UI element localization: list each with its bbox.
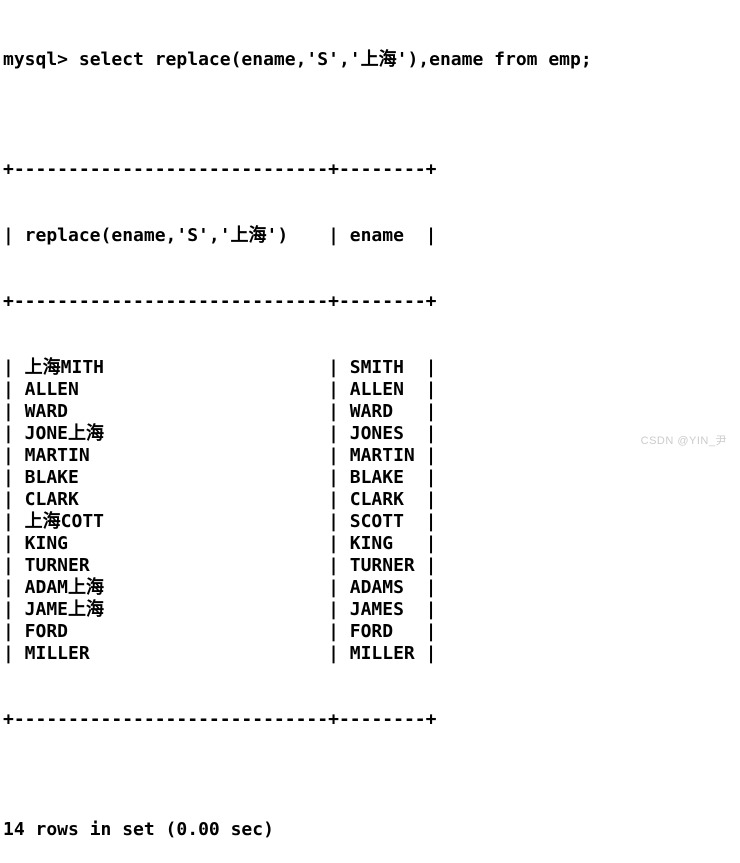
- col-separator: |: [3, 379, 14, 400]
- cell-replace-value: MILLER: [24, 643, 90, 664]
- col-separator: |: [3, 533, 14, 554]
- col-separator: |: [328, 599, 339, 620]
- cell-replace-value: TURNER: [24, 555, 90, 576]
- col-separator: |: [328, 643, 339, 664]
- table-row: | ALLEN | ALLEN |: [3, 379, 740, 401]
- col-separator: |: [425, 379, 437, 400]
- col-separator: |: [3, 555, 14, 576]
- table-border-bottom: +-----------------------------+--------+: [3, 709, 437, 730]
- table-row: | WARD | WARD |: [3, 401, 740, 423]
- table-header-row: | replace(ename,'S','上海') | ename |: [3, 225, 740, 247]
- col-separator: |: [3, 467, 14, 488]
- col-separator: |: [425, 555, 437, 576]
- col-separator: |: [425, 467, 437, 488]
- cell-ename-value: JONES: [349, 423, 404, 444]
- col-separator: |: [3, 357, 14, 378]
- col-separator: |: [3, 401, 14, 422]
- col-separator: |: [328, 467, 339, 488]
- cell-ename-value: ALLEN: [349, 379, 404, 400]
- table-row: | FORD | FORD |: [3, 621, 740, 643]
- cell-replace-value: CLARK: [24, 489, 79, 510]
- cell-ename-value: SCOTT: [349, 511, 404, 532]
- col-separator: |: [328, 577, 339, 598]
- result-table: +-----------------------------+--------+…: [3, 115, 740, 775]
- col-separator: |: [328, 533, 339, 554]
- table-row: | 上海COTT | SCOTT |: [3, 511, 740, 533]
- cell-replace-value: BLAKE: [24, 467, 79, 488]
- table-row: | JAME上海 | JAMES |: [3, 599, 740, 621]
- col-separator: |: [3, 445, 14, 466]
- col-separator: |: [425, 511, 437, 532]
- col-separator: |: [328, 555, 339, 576]
- command-line: mysql> select replace(ename,'S','上海'),en…: [3, 49, 592, 70]
- cell-replace-value: FORD: [24, 621, 69, 642]
- col-separator: |: [3, 577, 14, 598]
- table-row: | BLAKE | BLAKE |: [3, 467, 740, 489]
- table-row: | MARTIN | MARTIN |: [3, 445, 740, 467]
- cell-ename-value: WARD: [349, 401, 394, 422]
- col-separator: |: [3, 511, 14, 532]
- col-separator: |: [3, 599, 14, 620]
- col-separator: |: [328, 445, 339, 466]
- status-line: 14 rows in set (0.00 sec): [3, 819, 274, 840]
- cell-ename-value: MARTIN: [349, 445, 415, 466]
- table-row: | JONE上海 | JONES |: [3, 423, 740, 445]
- col-separator: |: [425, 445, 437, 466]
- col-separator: |: [328, 621, 339, 642]
- col-separator: |: [3, 225, 14, 246]
- col-separator: |: [425, 599, 437, 620]
- header-cell-replace: replace(ename,'S','上海'): [24, 225, 289, 246]
- col-separator: |: [328, 379, 339, 400]
- col-separator: |: [3, 643, 14, 664]
- cell-replace-value: JAME上海: [24, 599, 105, 620]
- cell-replace-value: ADAM上海: [24, 577, 105, 598]
- table-row: | KING | KING |: [3, 533, 740, 555]
- col-separator: |: [328, 489, 339, 510]
- col-separator: |: [3, 621, 14, 642]
- cell-ename-value: CLARK: [349, 489, 404, 510]
- cell-replace-value: JONE上海: [24, 423, 105, 444]
- table-body: |上海MITH|SMITH||ALLEN|ALLEN||WARD|WARD||J…: [3, 357, 740, 665]
- cell-ename-value: BLAKE: [349, 467, 404, 488]
- csdn-watermark: CSDN @YIN_尹: [640, 435, 727, 447]
- cell-replace-value: 上海COTT: [24, 511, 105, 532]
- table-row: | MILLER | MILLER |: [3, 643, 740, 665]
- cell-ename-value: JAMES: [349, 599, 404, 620]
- cell-ename-value: ADAMS: [349, 577, 404, 598]
- col-separator: |: [425, 533, 437, 554]
- table-row: | CLARK | CLARK |: [3, 489, 740, 511]
- col-separator: |: [3, 423, 14, 444]
- cell-replace-value: ALLEN: [24, 379, 79, 400]
- col-separator: |: [328, 225, 339, 246]
- cell-replace-value: 上海MITH: [24, 357, 105, 378]
- col-separator: |: [425, 225, 437, 246]
- col-separator: |: [425, 423, 437, 444]
- col-separator: |: [425, 401, 437, 422]
- cell-ename-value: FORD: [349, 621, 394, 642]
- table-row: | 上海MITH | SMITH |: [3, 357, 740, 379]
- cell-replace-value: KING: [24, 533, 69, 554]
- cell-replace-value: MARTIN: [24, 445, 90, 466]
- cell-ename-value: KING: [349, 533, 394, 554]
- header-cell-ename: ename: [349, 225, 404, 246]
- col-separator: |: [328, 401, 339, 422]
- table-row: | ADAM上海 | ADAMS |: [3, 577, 740, 599]
- table-border-top: +-----------------------------+--------+: [3, 159, 437, 180]
- table-row: | TURNER | TURNER |: [3, 555, 740, 577]
- col-separator: |: [425, 489, 437, 510]
- cell-replace-value: WARD: [24, 401, 69, 422]
- cell-ename-value: SMITH: [349, 357, 404, 378]
- col-separator: |: [425, 357, 437, 378]
- col-separator: |: [425, 577, 437, 598]
- table-border-middle: +-----------------------------+--------+: [3, 291, 437, 312]
- col-separator: |: [328, 423, 339, 444]
- col-separator: |: [328, 357, 339, 378]
- cell-ename-value: MILLER: [349, 643, 415, 664]
- col-separator: |: [425, 621, 437, 642]
- col-separator: |: [3, 489, 14, 510]
- col-separator: |: [425, 643, 437, 664]
- col-separator: |: [328, 511, 339, 532]
- cell-ename-value: TURNER: [349, 555, 415, 576]
